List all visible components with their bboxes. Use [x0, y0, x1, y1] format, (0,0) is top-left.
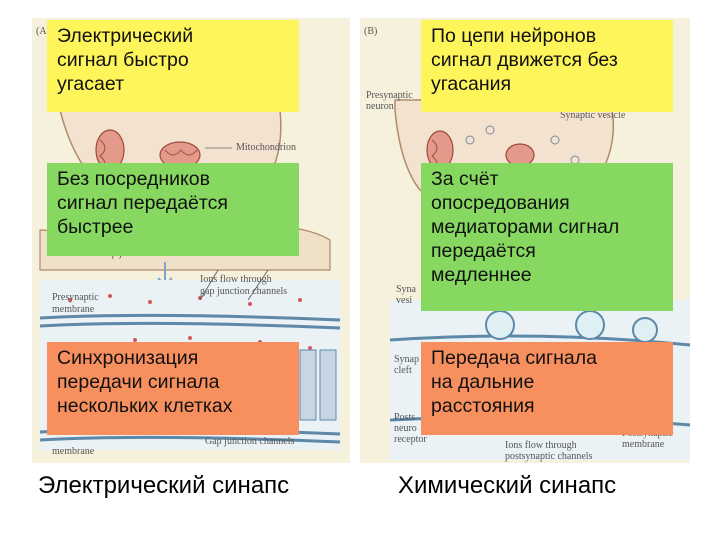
box-line: угасания	[431, 73, 512, 95]
right-panel-letter: (B)	[364, 26, 378, 37]
right-label-synaptic-vesicle: Synaptic vesicle	[560, 110, 626, 121]
box-line: Синхронизация	[57, 347, 199, 369]
box-line: Без посредников	[57, 168, 210, 190]
box-line: сигнал передаётся	[57, 192, 228, 214]
right-label-ions-flow-1: Ions flow through	[505, 440, 577, 451]
box-line: За счёт	[431, 168, 499, 190]
chemical-mediator-box: За счёт опосредования медиаторами сигнал…	[421, 163, 673, 311]
box-line: угасает	[57, 73, 125, 95]
right-vesicle-rings	[485, 310, 658, 343]
right-label-presynaptic-2: neuron	[366, 101, 394, 112]
right-label-receptor-3: receptor	[394, 434, 427, 445]
left-label-ions-flow-2: gap junction channels	[200, 286, 288, 297]
electrical-speed-box: Без посредников сигнал передаётся быстре…	[47, 163, 299, 256]
box-line: расстояния	[431, 395, 535, 417]
box-line: опосредования	[431, 192, 570, 214]
left-label-gap-junction-channels: Gap junction channels	[205, 436, 295, 447]
box-line: быстрее	[57, 216, 134, 238]
chemical-synapse-caption: Химический синапс	[398, 472, 617, 499]
box-line: медленнее	[431, 264, 532, 286]
left-panel-letter: (A)	[36, 26, 50, 37]
chemical-no-fade-box: По цепи нейронов сигнал движется без уга…	[421, 20, 673, 112]
electrical-fade-box: Электрический сигнал быстро угасает	[47, 20, 299, 112]
right-label-presynaptic-1: Presynaptic	[366, 90, 413, 101]
right-label-postsyn-membrane-2: membrane	[622, 439, 665, 450]
left-label-presynaptic-2: membrane	[52, 304, 95, 315]
box-line: передаётся	[431, 240, 536, 262]
right-label-ions-flow-2: postsynaptic channels	[505, 451, 593, 462]
electrical-synapse-caption: Электрический синапс	[38, 472, 290, 499]
box-line: нескольких клетках	[57, 395, 233, 417]
box-line: на дальние	[431, 371, 535, 393]
right-label-cleft-2: cleft	[394, 365, 412, 376]
box-line: сигнал движется без	[431, 49, 618, 71]
right-label-vesi-1: Syna	[396, 284, 416, 295]
box-line: По цепи нейронов	[431, 25, 597, 47]
right-label-receptor-1: Posts	[394, 412, 416, 423]
left-label-mitochondrion: Mitochondrion	[236, 142, 296, 153]
electrical-sync-box: Синхронизация передачи сигнала нескольки…	[47, 342, 299, 435]
box-line: медиаторами сигнал	[431, 216, 620, 238]
box-line: сигнал быстро	[57, 49, 189, 71]
chemical-distance-box: Передача сигнала на дальние расстояния	[421, 342, 673, 435]
left-label-ions-flow-1: Ions flow through	[200, 274, 272, 285]
left-gap-junction-channels	[299, 349, 337, 421]
right-label-receptor-2: neuro	[394, 423, 417, 434]
box-line: передачи сигнала	[57, 371, 220, 393]
right-label-vesi-2: vesi	[396, 295, 413, 306]
left-label-membrane: membrane	[52, 446, 95, 457]
left-label-presynaptic-1: Presynaptic	[52, 292, 99, 303]
box-line: Электрический	[57, 25, 194, 47]
right-label-cleft-1: Synap	[394, 354, 419, 365]
box-line: Передача сигнала	[431, 347, 597, 369]
